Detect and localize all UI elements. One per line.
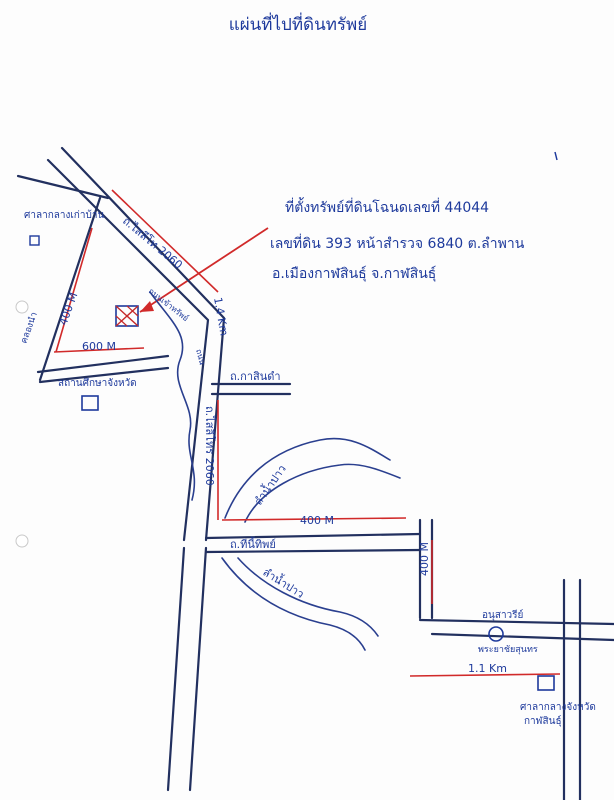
label-road-kasin: ถ.กาสินดำ: [230, 370, 281, 383]
road-thini-north: [204, 532, 422, 540]
canal-line: [149, 291, 196, 501]
dist-line-left-horiz: [53, 347, 145, 353]
binder-hole: [15, 300, 29, 314]
label-salaklang-left: ศาลากลางเก่าบ้าน: [24, 209, 104, 221]
stray-mark: [554, 151, 558, 161]
road-east-north: [418, 618, 614, 626]
label-dist-right-vert: 400 M: [418, 542, 431, 576]
property-line-1: ที่ตั้งทรัพย์ที่ดินโฉนดเลขที่ 44044: [285, 197, 489, 216]
label-small-road: ถนน: [194, 348, 207, 366]
label-dist-left-horiz: 600 M: [82, 340, 116, 353]
school-box-icon: [81, 395, 99, 411]
label-road-thini: ถ.ทีนี้ทิพย์: [230, 536, 276, 551]
label-monument-name: พระยาชัยสุนทร: [478, 645, 538, 655]
property-line-3: อ.เมืองกาฬสินธุ์ จ.กาฬสินธุ์: [272, 265, 436, 282]
salaklang-box-icon: [537, 675, 555, 691]
dist-line-bottom: [409, 673, 561, 677]
label-salaklang-city: กาฬสินธุ์: [524, 715, 562, 727]
leader-line: [139, 227, 269, 313]
road-east-south: [430, 632, 614, 642]
river-pao-north: [224, 437, 391, 519]
river-pao-south: [244, 463, 401, 523]
property-site-marker: [115, 305, 139, 327]
label-canal: คลองนำ: [18, 311, 39, 345]
leader-arrowhead: [140, 301, 154, 312]
road-2060-south-east: [188, 546, 208, 792]
label-school: สถานศึกษาจังหวัด: [58, 377, 137, 389]
dist-line-left-vert: [55, 227, 93, 353]
left-branch-road-south: [36, 354, 170, 374]
monument-circle-icon: [488, 626, 504, 642]
road-thini-south: [204, 548, 422, 554]
left-branch-road-south-2: [38, 366, 170, 384]
dist-line-north: [111, 189, 219, 293]
salaklang-left-box-icon: [29, 235, 40, 246]
river-south-west: [221, 557, 366, 651]
label-salaklang: ศาลากลางจังหวัด: [520, 702, 596, 713]
road-2060-south-west: [166, 546, 186, 792]
label-dist-left-vert: 400 M: [57, 291, 81, 327]
left-diagonal-road: [38, 196, 102, 382]
label-dist-north: 1.4 Km: [211, 296, 231, 337]
label-monument: อนุสาวรีย์: [482, 609, 523, 621]
road-2060-east-edge: [60, 146, 226, 542]
river-south-east: [237, 557, 379, 637]
dist-line-mid: [221, 517, 407, 521]
binder-hole: [15, 534, 29, 548]
label-river-pao: ลำน้ำปาว: [250, 461, 289, 507]
left-branch-road-north: [16, 174, 110, 200]
property-line-2: เลขที่ดิน 393 หน้าสำรวจ 6840 ต.ลำพาน: [270, 234, 525, 252]
label-dist-mid: 400 M: [300, 514, 334, 527]
label-road-main-south: ถ.ไสลีโทร 2060: [203, 406, 217, 486]
label-dist-bottom: 1.1 Km: [468, 662, 507, 675]
map-title: แผ่นที่ไปที่ดินทรัพย์: [229, 12, 367, 35]
